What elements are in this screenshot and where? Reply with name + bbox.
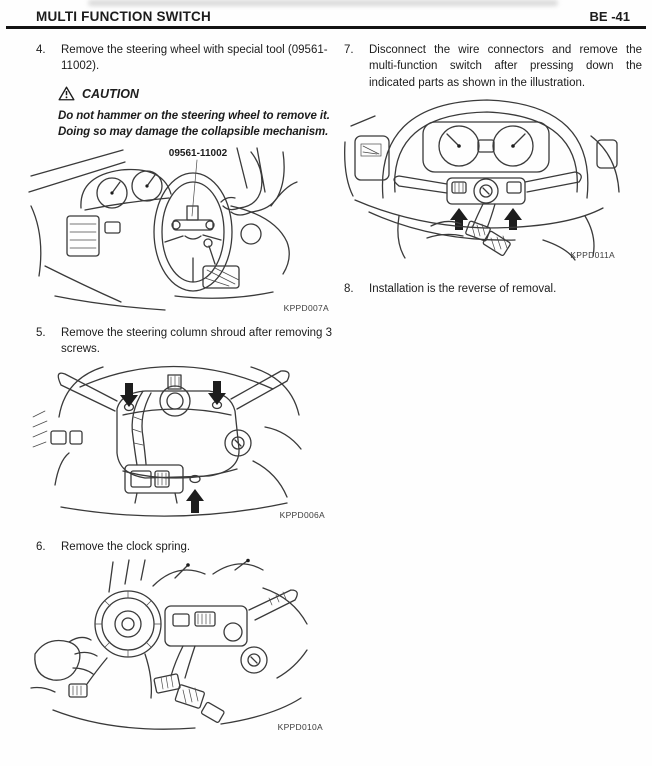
step-6: 6. Remove the clock spring. bbox=[36, 539, 338, 555]
section-title: MULTI FUNCTION SWITCH bbox=[36, 9, 211, 24]
figure-multi-function-switch: KPPD011A bbox=[335, 96, 645, 266]
figure-code: KPPD006A bbox=[279, 510, 325, 520]
figure-code: KPPD010A bbox=[277, 722, 323, 732]
page-number: BE -41 bbox=[589, 9, 630, 24]
steering-column-shroud-illustration bbox=[32, 365, 302, 517]
step-7: 7. Disconnect the wire connectors and re… bbox=[344, 42, 642, 91]
step-text: Remove the clock spring. bbox=[61, 541, 191, 553]
figure-steering-column-shroud: KPPD006A bbox=[25, 357, 335, 525]
step-text: Disconnect the wire connectors and remov… bbox=[369, 44, 642, 89]
step-4: 4. Remove the steering wheel with specia… bbox=[36, 42, 338, 75]
multi-function-switch-illustration bbox=[344, 99, 620, 261]
step-text: Remove the steering wheel with special t… bbox=[61, 44, 328, 73]
figure-code: KPPD007A bbox=[283, 303, 329, 313]
step-number: 8. bbox=[344, 283, 354, 295]
scan-artifact bbox=[88, 0, 558, 6]
step-8: 8. Installation is the reverse of remova… bbox=[344, 281, 642, 297]
step-number: 5. bbox=[36, 327, 46, 339]
step-5: 5. Remove the steering column shroud aft… bbox=[36, 325, 338, 358]
caution-label: CAUTION bbox=[82, 86, 139, 101]
step-text: Installation is the reverse of removal. bbox=[369, 283, 557, 295]
steering-wheel-removal-illustration bbox=[28, 147, 298, 311]
special-tool-callout: 09561-11002 bbox=[168, 148, 228, 159]
figure-clock-spring: KPPD010A bbox=[25, 558, 335, 740]
page-header: MULTI FUNCTION SWITCH BE -41 bbox=[6, 8, 646, 29]
warning-triangle-icon bbox=[58, 86, 75, 101]
caution-block: CAUTION Do not hammer on the steering wh… bbox=[58, 86, 350, 140]
step-number: 4. bbox=[36, 44, 46, 56]
figure-code: KPPD011A bbox=[570, 250, 615, 260]
step-number: 7. bbox=[344, 44, 354, 56]
figure-steering-wheel-removal: 09561-11002 bbox=[25, 146, 335, 316]
caution-text: Do not hammer on the steering wheel to r… bbox=[58, 110, 330, 139]
caution-heading: CAUTION bbox=[58, 86, 350, 101]
clock-spring-illustration bbox=[30, 558, 308, 730]
step-text: Remove the steering column shroud after … bbox=[61, 327, 333, 356]
step-number: 6. bbox=[36, 541, 46, 553]
